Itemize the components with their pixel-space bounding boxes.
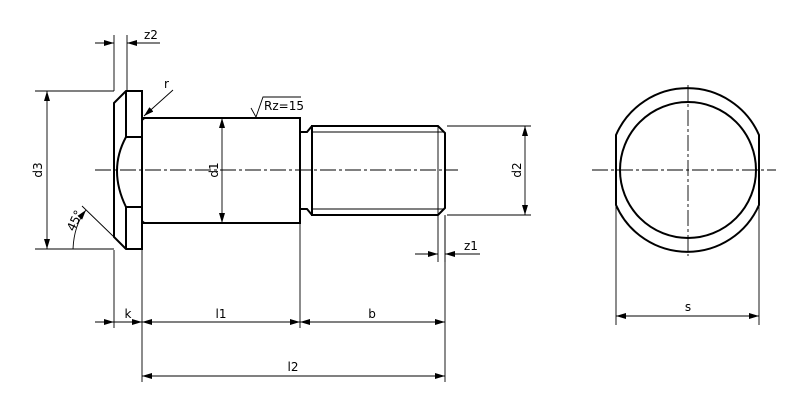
surface-roughness-symbol <box>250 96 301 119</box>
d2-extension-lines <box>447 125 531 216</box>
length-extension-lines <box>113 216 446 382</box>
z1-extension-lines <box>437 215 446 262</box>
fillet <box>141 117 148 224</box>
l2-label: l2 <box>288 360 299 374</box>
end-view: s <box>592 85 776 325</box>
head-dome-arc <box>116 136 127 208</box>
s-extension-lines <box>615 205 760 325</box>
shank <box>142 117 301 224</box>
thread <box>311 125 446 216</box>
r-label: r <box>164 77 169 91</box>
thread-minor-lines <box>312 126 445 215</box>
r-leader <box>143 89 174 117</box>
d2-label: d2 <box>510 162 524 177</box>
z2-extension-lines <box>113 35 128 91</box>
s-label: s <box>685 300 691 314</box>
l1-label: l1 <box>216 307 227 321</box>
side-view: z2 r Rz=15 d3 d1 d2 45° z1 k <box>31 28 531 382</box>
roughness-label: Rz=15 <box>264 99 304 113</box>
b-label: b <box>368 307 376 321</box>
angle-label: 45° <box>64 208 86 233</box>
angle-extension-line <box>81 205 115 238</box>
angle-arc <box>72 209 87 250</box>
d3-label: d3 <box>31 162 45 177</box>
undercut <box>300 125 313 216</box>
z1-label: z1 <box>464 239 478 253</box>
k-label: k <box>125 307 132 321</box>
z2-label: z2 <box>144 28 158 42</box>
d1-label: d1 <box>207 162 221 177</box>
head-edges <box>125 91 142 249</box>
